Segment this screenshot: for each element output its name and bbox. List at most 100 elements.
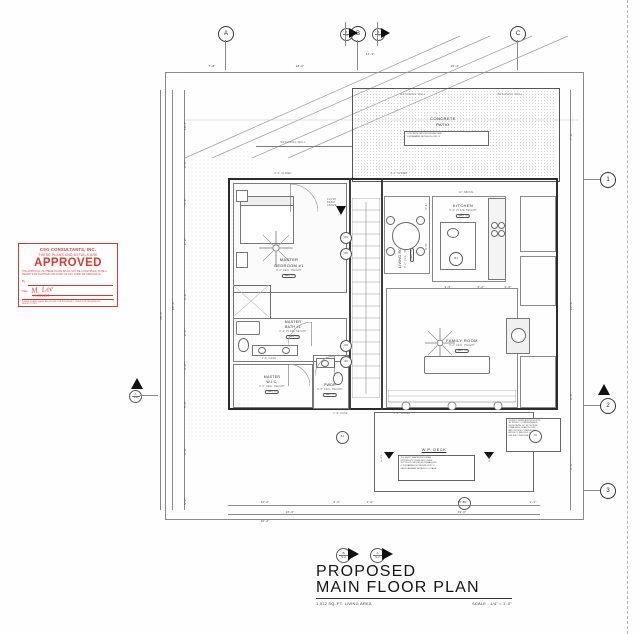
retaining-wall-label-1: RETAINING WALL <box>400 93 426 96</box>
master-bedroom-label-2: BEDROOM #1 <box>274 263 304 268</box>
dining-chair-4 <box>416 247 425 256</box>
section-arrow-4-icon <box>381 27 390 38</box>
slider-label-3: 6'-0" SLIDER <box>393 412 411 415</box>
powder-tag: WALL TO <box>322 393 338 397</box>
master-bedroom-tag: WALL TO <box>281 274 297 278</box>
fixture-tag-w3: W3 <box>340 340 352 352</box>
section-marker-3-top: 3 <box>345 30 348 34</box>
vanity-fixture <box>252 345 298 356</box>
closet-x-icon <box>232 284 270 322</box>
right-alcove <box>520 356 556 408</box>
door-swing-powder <box>314 355 336 381</box>
stamp-disclaimer: THE APPROVAL OF THESE PLANS SHALL NOT BE… <box>22 271 107 276</box>
dim-right-4: 9'-6" <box>569 463 573 470</box>
title-section-marker-1-bot: S-2 <box>341 554 346 559</box>
dim-line-right <box>570 90 571 510</box>
case-label-1: 2'-6" CASE. <box>333 412 349 415</box>
powder-ceiling: 9'-0" CEIL. HEIGHT <box>317 388 343 391</box>
stamp-date-value: 11/20/2024 <box>33 294 50 298</box>
deck-slope-arrow-right-icon <box>484 452 494 459</box>
section-marker-4-top: 4 <box>377 30 380 34</box>
approval-stamp: CSG CONSULTANTS, INC. THESE PLANS AND DE… <box>18 243 118 307</box>
fixture-tag-s1-label: S-1 <box>340 435 345 439</box>
dim-bottom-r3-1: 10'-4" <box>260 519 270 523</box>
title-section-arrow-1-icon <box>348 548 359 560</box>
patio-note-box: CONCRETE PATIO/PORCHES SEE 1-2(FRAMING N… <box>404 131 489 146</box>
grid-bubble-c-label: C <box>515 31 521 37</box>
dim-interior-1: 3'-6" <box>444 285 452 289</box>
dining-table <box>392 222 420 250</box>
burner-2 <box>498 222 505 229</box>
fixture-tag-w1-label: W1 <box>344 235 348 239</box>
kitchen-ceiling: 9'-0" PLATE HEIGHT <box>449 209 477 212</box>
dining-chair-2 <box>416 216 425 225</box>
dim-bottom-4: 16'-6" <box>457 500 467 504</box>
section-arrow-3-icon <box>349 27 358 38</box>
dim-line-bottom-1 <box>228 505 540 506</box>
stair-run <box>351 197 381 403</box>
dim-right-1: 7'-8" <box>569 133 573 140</box>
grid-bubble-3-label: 3 <box>606 488 610 494</box>
grid-line-c <box>517 40 518 70</box>
dim-left-overall: 48'-0" <box>159 311 163 320</box>
fixture-tag-s2: S-2 <box>458 497 471 510</box>
dim-left-i8: 3'-8" <box>183 363 187 370</box>
fixture-tag-d1-label: D1 <box>533 434 538 438</box>
dim-bottom-2: 6'-0" <box>333 500 341 504</box>
kitchen-counter-run <box>488 198 506 280</box>
section-arrow-2-icon <box>598 384 610 395</box>
dim-top-1: 7'-8" <box>208 64 216 68</box>
burner-3 <box>491 230 498 237</box>
retaining-wall-line <box>256 146 352 147</box>
grid-line-b <box>357 40 358 70</box>
kitchen-42-above-note: 42" ABOVE <box>458 191 474 194</box>
title-section-marker-2-bot: S-2 <box>375 554 380 559</box>
title-line-2: MAIN FLOOR PLAN <box>316 579 480 596</box>
dim-left-i4: 2'-0" <box>183 238 187 245</box>
grid-bubble-1: 1 <box>600 172 616 188</box>
fixture-tag-s2-label: S-2 <box>462 501 467 505</box>
house-wall-left <box>228 178 231 410</box>
dim-line-left-mid <box>172 90 173 510</box>
dim-right-3: 6'-0" <box>569 393 573 400</box>
dim-left-i7: 2'-4" <box>183 329 187 336</box>
dim-line-bottom-2 <box>228 514 540 515</box>
house-wall-top <box>228 178 558 181</box>
title-section-arrow-2-icon <box>382 548 393 560</box>
fixture-tag-w4-label: W4 <box>344 359 348 363</box>
title-rule <box>316 598 512 599</box>
dim-left-i11: 5'-2" <box>183 498 187 505</box>
master-wic-label-1: MASTER <box>263 375 281 379</box>
dim-bottom-r2-2: 19'-6" <box>457 510 467 514</box>
grid-bubble-c: C <box>510 26 526 42</box>
powder-room <box>313 355 349 409</box>
powder-toilet-fixture <box>333 372 343 385</box>
patio-label-1: CONCRETE <box>430 116 456 121</box>
stair-direction-arrow-icon <box>336 206 346 215</box>
title-section-marker-1-top: B <box>342 551 345 556</box>
section-left-tail <box>140 395 158 396</box>
section-tail-4 <box>377 22 378 46</box>
fixture-tag-w1: W1 <box>340 232 352 244</box>
master-bath-label-2: BATH #1 <box>284 325 302 329</box>
dim-line-top-1 <box>186 72 546 73</box>
retaining-wall-label-3: RETAINING WALL <box>280 141 306 144</box>
dim-interior-4: 6'-0" <box>424 243 428 250</box>
flush-beam-note: FLUSH BEAM ABOVE <box>327 198 337 207</box>
grid-bubble-2: 2 <box>600 398 616 414</box>
fixture-tag-w2-label: W2 <box>344 251 348 255</box>
sheet-margin-dash <box>627 0 628 634</box>
section-marker-3-bot: S-1 <box>344 33 349 37</box>
nightstand-2 <box>236 252 248 268</box>
dim-interior-3: 3'-0" <box>504 285 512 289</box>
master-bath-label-1: MASTER <box>284 320 302 324</box>
stamp-by-label: By: <box>22 280 26 283</box>
nightstand-1 <box>236 190 248 202</box>
dim-interior-5: 3'-1" <box>424 203 428 210</box>
dim-left-i2: 3'-6" <box>183 161 187 168</box>
family-room-tag: WALL TO <box>454 349 470 353</box>
burner-1 <box>491 222 498 229</box>
bed-headboard <box>240 196 294 206</box>
title-scale: SCALE : 1/4" = 1'-0" <box>472 601 512 606</box>
